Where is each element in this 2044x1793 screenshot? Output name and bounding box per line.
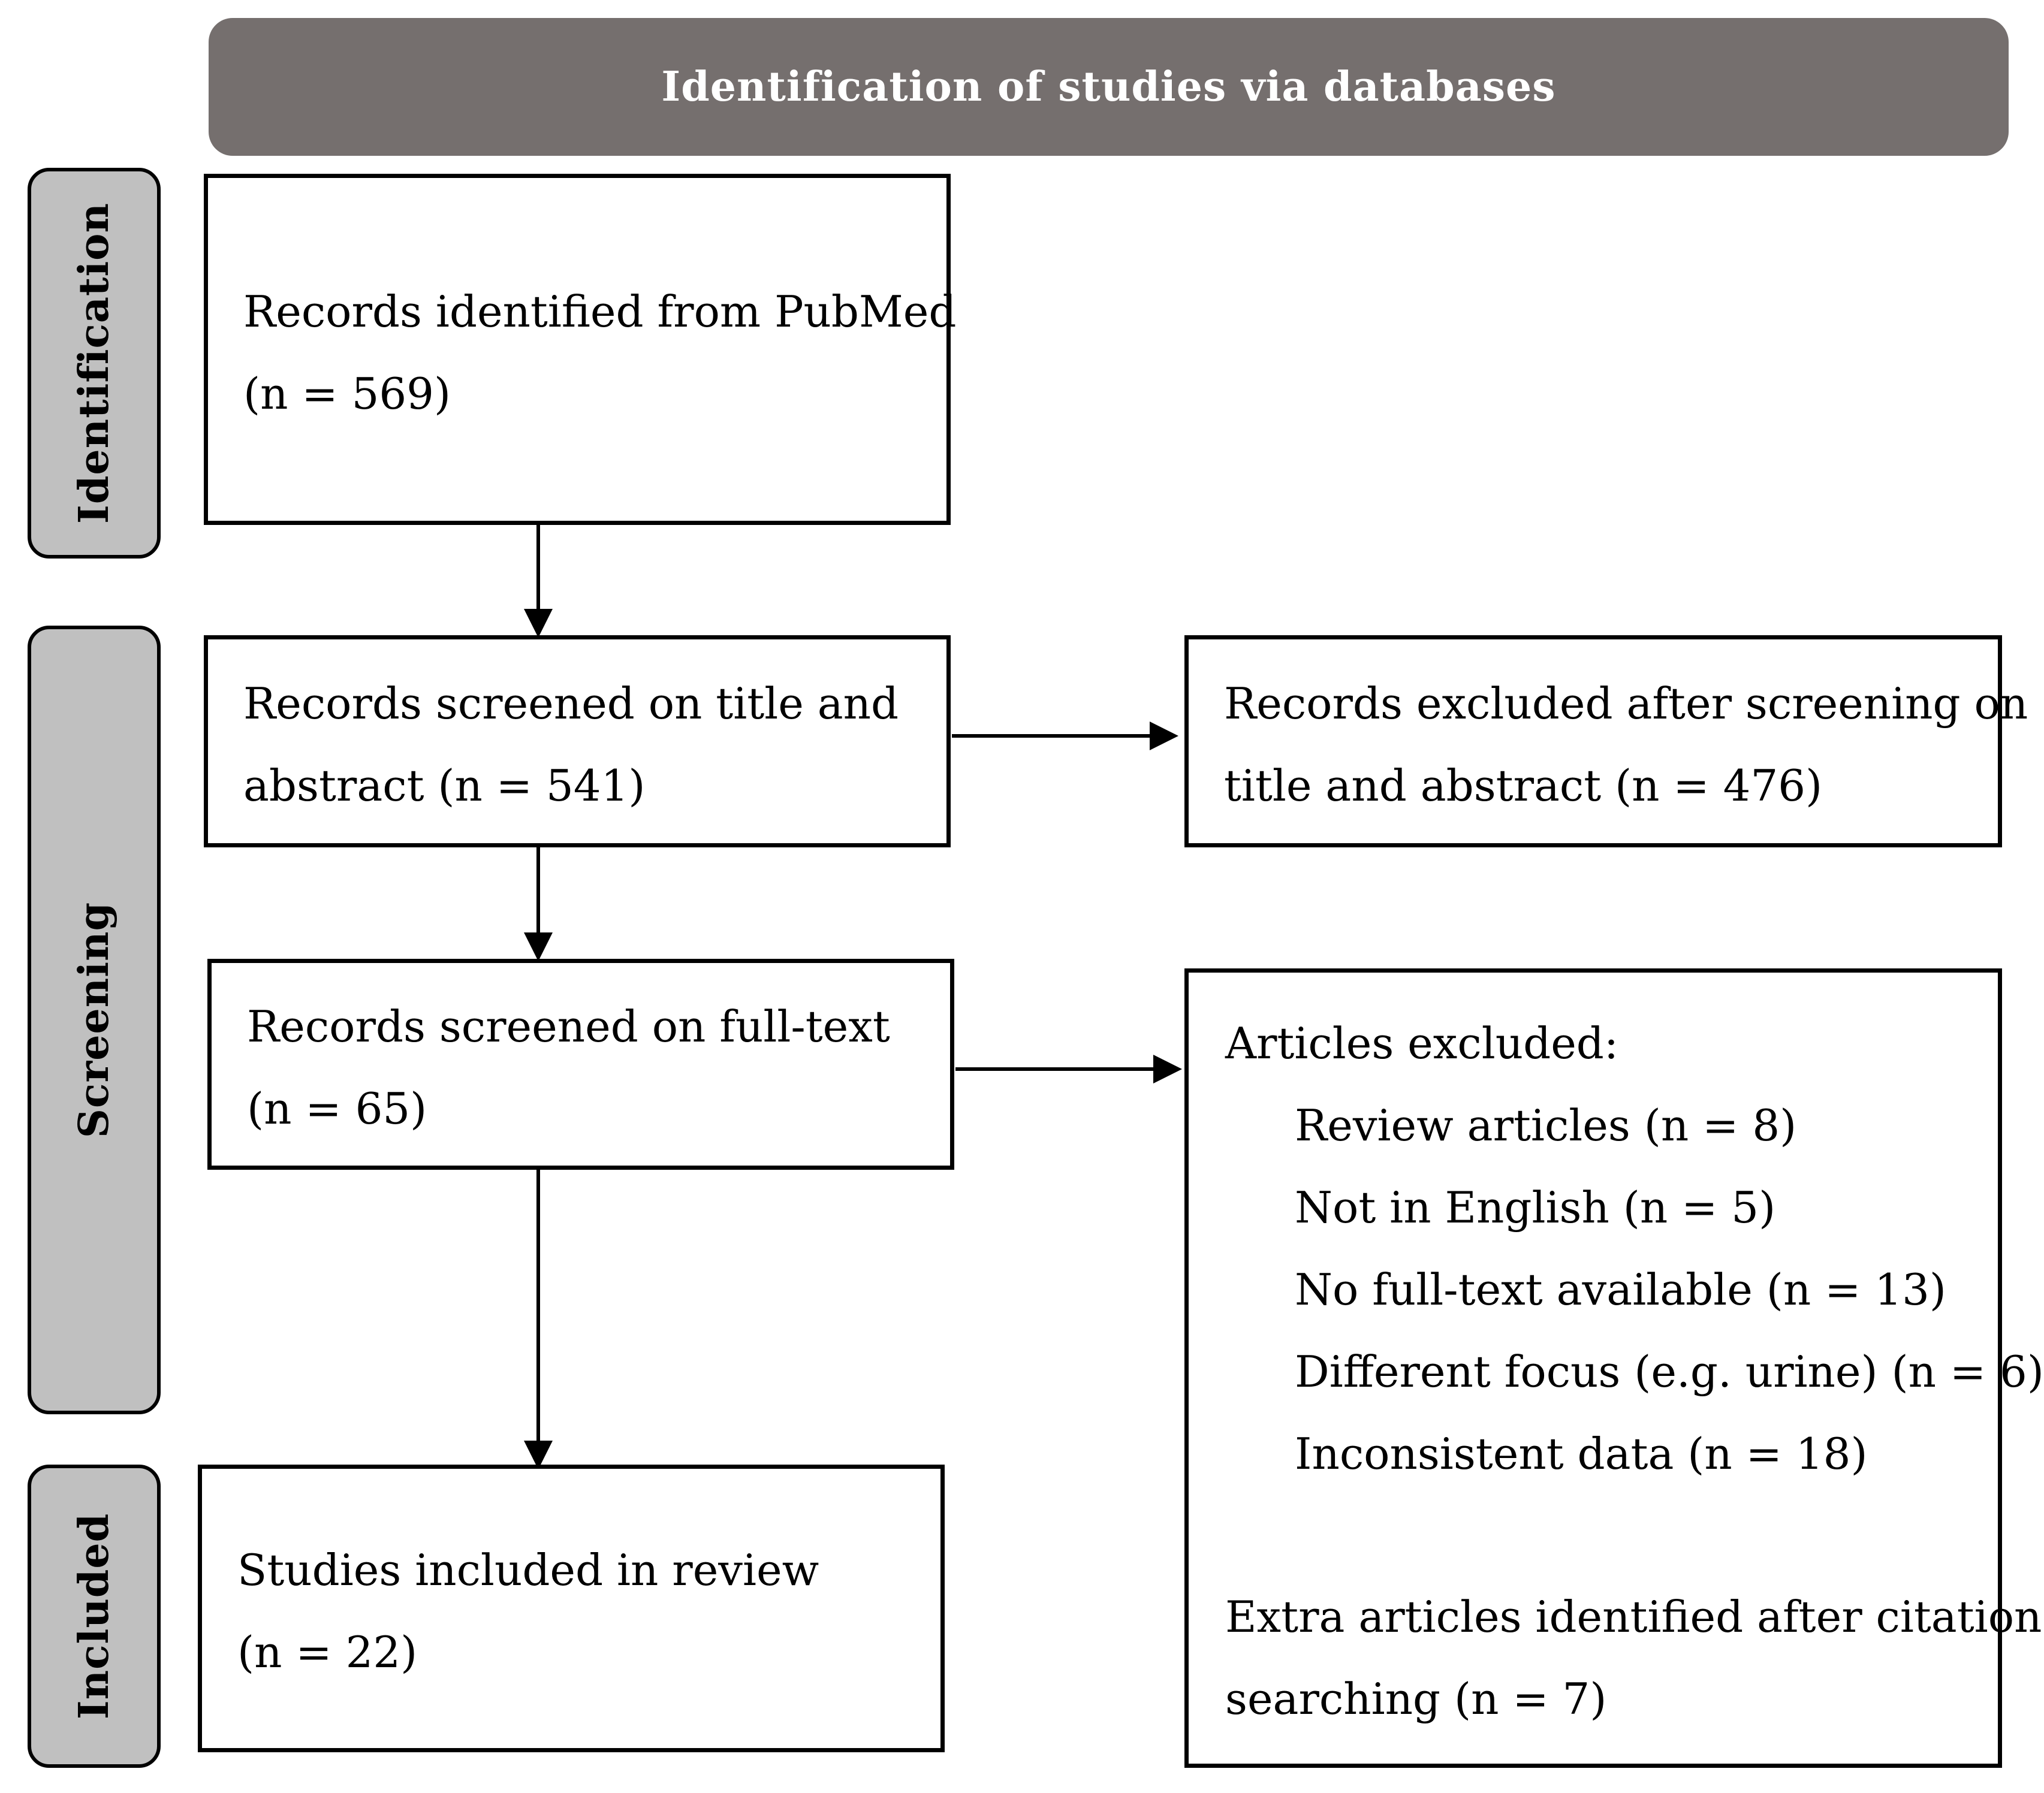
box-records-screened-fulltext: [207, 959, 954, 1170]
box-records-screened-title: [204, 635, 951, 847]
articles-excluded-item: No full-text available (n = 13): [1295, 1264, 1946, 1315]
box-records-identified: [204, 174, 951, 525]
box-studies-included-line1: Studies included in review: [237, 1545, 819, 1595]
articles-excluded-item: Review articles (n = 8): [1295, 1100, 1797, 1151]
box-records-excluded-title: [1184, 635, 2002, 847]
box-records-screened-fulltext-line2: (n = 65): [247, 1083, 427, 1134]
box-studies-included-line2: (n = 22): [237, 1627, 418, 1677]
header-title: Identification of studies via databases: [661, 63, 1556, 111]
box-articles-excluded: [1184, 968, 2002, 1768]
extra-articles-line2: searching (n = 7): [1225, 1674, 1607, 1724]
box-records-excluded-title-line1: Records excluded after screening on: [1224, 678, 2028, 729]
articles-excluded-item: Not in English (n = 5): [1295, 1182, 1776, 1233]
box-studies-included: [198, 1465, 945, 1752]
box-records-screened-title-line2: abstract (n = 541): [243, 760, 646, 811]
box-records-screened-title-line1: Records screened on title and: [243, 678, 899, 729]
stage-screening: Screening: [28, 626, 161, 1414]
articles-excluded-item: Inconsistent data (n = 18): [1295, 1429, 1868, 1479]
box-records-excluded-title-line2: title and abstract (n = 476): [1224, 760, 1823, 811]
extra-articles-line1: Extra articles identified after citation: [1225, 1592, 2042, 1642]
articles-excluded-heading: Articles excluded:: [1225, 1018, 1619, 1068]
header-bar: Identification of studies via databases: [209, 18, 2009, 156]
stage-identification: Identification: [28, 168, 161, 559]
box-records-identified-line2: (n = 569): [243, 369, 451, 419]
box-records-identified-line1: Records identified from PubMed: [243, 286, 957, 337]
articles-excluded-item: Different focus (e.g. urine) (n = 6): [1295, 1347, 2044, 1397]
stage-included: Included: [28, 1465, 161, 1768]
box-records-screened-fulltext-line1: Records screened on full-text: [247, 1001, 890, 1052]
